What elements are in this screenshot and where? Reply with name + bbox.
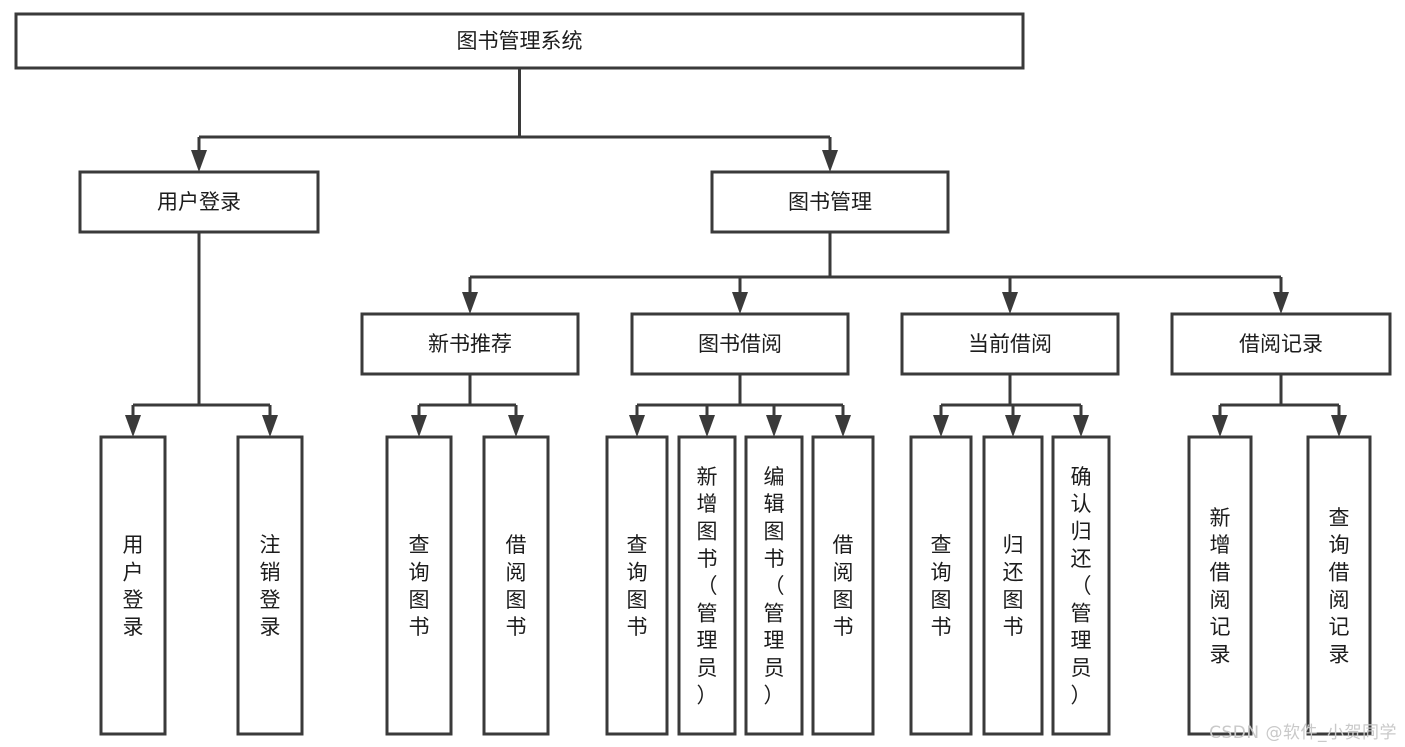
node-leaf-logout[interactable]: 注销登录: [236, 435, 304, 736]
arrow-head-icon: [1002, 292, 1018, 314]
node-label-leaf-add-book: 新增图书（管理员）: [697, 465, 718, 707]
node-box-borrow-records[interactable]: [1170, 312, 1392, 376]
arrow-head-icon: [835, 415, 851, 437]
arrow-head-icon: [699, 415, 715, 437]
node-label-leaf-confirm-return: 确认归还（管理员）: [1071, 465, 1092, 707]
arrow-head-icon: [766, 415, 782, 437]
node-box-book-management[interactable]: [710, 170, 950, 234]
node-label-leaf-borrow-book-2: 借阅图书: [833, 533, 854, 639]
node-box-leaf-edit-book[interactable]: [744, 435, 804, 736]
connector-group-current-borrow: [933, 374, 1089, 437]
node-label-leaf-query-record: 查询借阅记录: [1329, 506, 1350, 667]
nodes-layer: 图书管理系统用户登录图书管理新书推荐图书借阅当前借阅借阅记录用户登录注销登录查询…: [14, 12, 1392, 736]
node-label-leaf-edit-book: 编辑图书（管理员）: [764, 465, 785, 707]
connectors-layer: [125, 68, 1347, 437]
node-leaf-add-record[interactable]: 新增借阅记录: [1187, 435, 1253, 736]
node-root[interactable]: 图书管理系统: [14, 12, 1025, 70]
node-box-leaf-add-book[interactable]: [677, 435, 737, 736]
node-label-borrow-records: 借阅记录: [1239, 332, 1323, 356]
node-leaf-confirm-return[interactable]: 确认归还（管理员）: [1051, 435, 1111, 736]
node-box-root[interactable]: [14, 12, 1025, 70]
node-current-borrow[interactable]: 当前借阅: [900, 312, 1120, 376]
node-new-book-recommend[interactable]: 新书推荐: [360, 312, 580, 376]
node-label-current-borrow: 当前借阅: [968, 332, 1052, 356]
node-leaf-query-record[interactable]: 查询借阅记录: [1306, 435, 1372, 736]
node-box-leaf-user-login[interactable]: [99, 435, 167, 736]
node-leaf-user-login[interactable]: 用户登录: [99, 435, 167, 736]
arrow-head-icon: [262, 415, 278, 437]
arrow-head-icon: [1005, 415, 1021, 437]
node-label-user-login: 用户登录: [157, 190, 241, 214]
node-box-leaf-query-record[interactable]: [1306, 435, 1372, 736]
node-leaf-query-book-3[interactable]: 查询图书: [909, 435, 973, 736]
arrow-head-icon: [125, 415, 141, 437]
arrow-head-icon: [1212, 415, 1228, 437]
node-box-leaf-add-record[interactable]: [1187, 435, 1253, 736]
node-label-leaf-user-login: 用户登录: [123, 533, 144, 639]
connector-group-book-borrow: [629, 374, 851, 437]
node-label-leaf-add-record: 新增借阅记录: [1210, 506, 1231, 667]
arrow-head-icon: [732, 292, 748, 314]
node-box-current-borrow[interactable]: [900, 312, 1120, 376]
node-box-new-book-recommend[interactable]: [360, 312, 580, 376]
node-label-leaf-borrow-book-1: 借阅图书: [506, 533, 527, 639]
node-box-leaf-query-book-3[interactable]: [909, 435, 973, 736]
node-box-leaf-logout[interactable]: [236, 435, 304, 736]
node-book-management[interactable]: 图书管理: [710, 170, 950, 234]
arrow-head-icon: [933, 415, 949, 437]
node-leaf-query-book-1[interactable]: 查询图书: [385, 435, 453, 736]
arrow-head-icon: [411, 415, 427, 437]
node-leaf-return-book[interactable]: 归还图书: [982, 435, 1044, 736]
node-user-login[interactable]: 用户登录: [78, 170, 320, 234]
arrow-head-icon: [1073, 415, 1089, 437]
arrow-head-icon: [1273, 292, 1289, 314]
node-borrow-records[interactable]: 借阅记录: [1170, 312, 1392, 376]
node-box-leaf-borrow-book-1[interactable]: [482, 435, 550, 736]
node-box-user-login[interactable]: [78, 170, 320, 234]
node-label-book-borrow: 图书借阅: [698, 332, 782, 356]
arrow-head-icon: [508, 415, 524, 437]
arrow-head-icon: [462, 292, 478, 314]
node-leaf-query-book-2[interactable]: 查询图书: [605, 435, 669, 736]
node-box-leaf-query-book-1[interactable]: [385, 435, 453, 736]
node-leaf-borrow-book-2[interactable]: 借阅图书: [811, 435, 875, 736]
node-box-leaf-query-book-2[interactable]: [605, 435, 669, 736]
node-book-borrow[interactable]: 图书借阅: [630, 312, 850, 376]
node-label-leaf-query-book-1: 查询图书: [409, 533, 430, 639]
node-box-leaf-return-book[interactable]: [982, 435, 1044, 736]
arrow-head-icon: [822, 150, 838, 172]
arrow-head-icon: [1331, 415, 1347, 437]
node-label-new-book-recommend: 新书推荐: [428, 332, 512, 356]
connector-group-borrow-records: [1212, 374, 1347, 437]
arrow-head-icon: [191, 150, 207, 172]
node-leaf-borrow-book-1[interactable]: 借阅图书: [482, 435, 550, 736]
node-label-leaf-query-book-2: 查询图书: [627, 533, 648, 639]
connector-group-user-login: [125, 232, 278, 437]
node-box-book-borrow[interactable]: [630, 312, 850, 376]
node-leaf-edit-book[interactable]: 编辑图书（管理员）: [744, 435, 804, 736]
node-label-leaf-query-book-3: 查询图书: [931, 533, 952, 639]
node-label-root: 图书管理系统: [457, 29, 583, 53]
node-label-book-management: 图书管理: [788, 190, 872, 214]
node-label-leaf-return-book: 归还图书: [1003, 533, 1024, 639]
connector-group-book-management: [462, 232, 1289, 314]
node-box-leaf-borrow-book-2[interactable]: [811, 435, 875, 736]
arrow-head-icon: [629, 415, 645, 437]
node-box-leaf-confirm-return[interactable]: [1051, 435, 1111, 736]
connector-group-new-book-recommend: [411, 374, 524, 437]
node-label-leaf-logout: 注销登录: [260, 533, 281, 639]
connector-group-root: [191, 68, 838, 172]
node-leaf-add-book[interactable]: 新增图书（管理员）: [677, 435, 737, 736]
